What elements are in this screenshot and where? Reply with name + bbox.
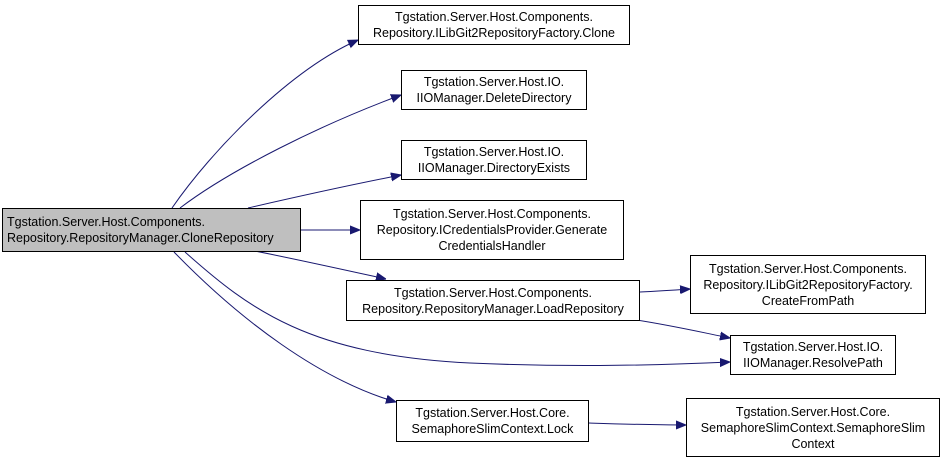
node-label-line: CredentialsHandler — [438, 239, 546, 253]
node-label-line: Tgstation.Server.Host.Core. — [735, 404, 891, 419]
edge-load-repository-to-create-from-path — [639, 289, 690, 292]
node-generate-credentials-handler[interactable]: Tgstation.Server.Host.Components. Reposit… — [360, 200, 624, 260]
node-label-line: SemaphoreSlimContext.SemaphoreSlim — [700, 420, 926, 435]
node-libgit2-factory-clone[interactable]: Tgstation.Server.Host.Components. Reposit… — [358, 5, 630, 45]
node-label-line: Tgstation.Server.Host.Components. — [393, 285, 592, 300]
node-label-line: Tgstation.Server.Host.Components. — [392, 207, 591, 221]
node-semaphore-slim-context-ctor[interactable]: Tgstation.Server.Host.Core.SemaphoreSlim… — [686, 398, 940, 457]
edge-root-to-delete-directory — [179, 95, 401, 209]
node-semaphore-lock[interactable]: Tgstation.Server.Host.Core. SemaphoreSlim… — [396, 400, 589, 442]
edge-root-to-lock — [173, 251, 396, 402]
node-label-line: Tgstation.Server.Host.IO. — [423, 75, 565, 89]
edge-root-to-load-repository — [249, 249, 386, 279]
node-load-repository[interactable]: Tgstation.Server.Host.Components.Reposit… — [346, 280, 640, 321]
node-label-line: Tgstation.Server.Host.Components. — [394, 10, 593, 24]
node-label-line: Tgstation.Server.Host.Components. — [708, 261, 907, 276]
node-label-line: CreateFromPath — [761, 293, 855, 308]
node-label-line: Tgstation.Server.Host.IO. — [423, 145, 565, 159]
node-label-line: Tgstation.Server.Host.Core. — [415, 406, 570, 420]
node-label-line: Tgstation.Server.Host.Components. — [7, 215, 206, 229]
node-label-line: Tgstation.Server.Host.IO. — [742, 340, 884, 354]
node-label-line: Repository.RepositoryManager.LoadReposit… — [362, 301, 624, 316]
node-clone-repository[interactable]: Tgstation.Server.Host.Components. Reposit… — [2, 208, 301, 252]
edge-root-to-clone — [171, 40, 358, 209]
node-label-line: IIOManager.DirectoryExists — [417, 161, 571, 175]
node-label-line: IIOManager.DeleteDirectory — [416, 91, 572, 105]
node-label-line: IIOManager.ResolvePath — [743, 356, 883, 370]
node-label-line: Repository.ICredentialsProvider.Generate — [376, 223, 608, 237]
node-label-line: Repository.RepositoryManager.CloneReposi… — [7, 231, 274, 245]
node-label-line: SemaphoreSlimContext.Lock — [411, 422, 574, 436]
node-directory-exists[interactable]: Tgstation.Server.Host.IO. IIOManager.Dire… — [401, 140, 587, 180]
node-label-line: Context — [791, 436, 835, 451]
node-resolve-path[interactable]: Tgstation.Server.Host.IO. IIOManager.Reso… — [730, 335, 896, 375]
node-label-line: Repository.ILibGit2RepositoryFactory. — [703, 277, 913, 292]
edge-root-to-directory-exists — [247, 175, 401, 209]
edge-lock-to-semaphore-ctor — [588, 423, 686, 425]
node-label-line: Repository.ILibGit2RepositoryFactory.Clo… — [373, 26, 615, 40]
edge-load-repository-to-resolve-path — [629, 318, 730, 338]
edge-root-to-resolve-path — [184, 251, 730, 366]
node-create-from-path[interactable]: Tgstation.Server.Host.Components.Reposit… — [690, 255, 926, 314]
node-delete-directory[interactable]: Tgstation.Server.Host.IO. IIOManager.Dele… — [401, 70, 587, 110]
